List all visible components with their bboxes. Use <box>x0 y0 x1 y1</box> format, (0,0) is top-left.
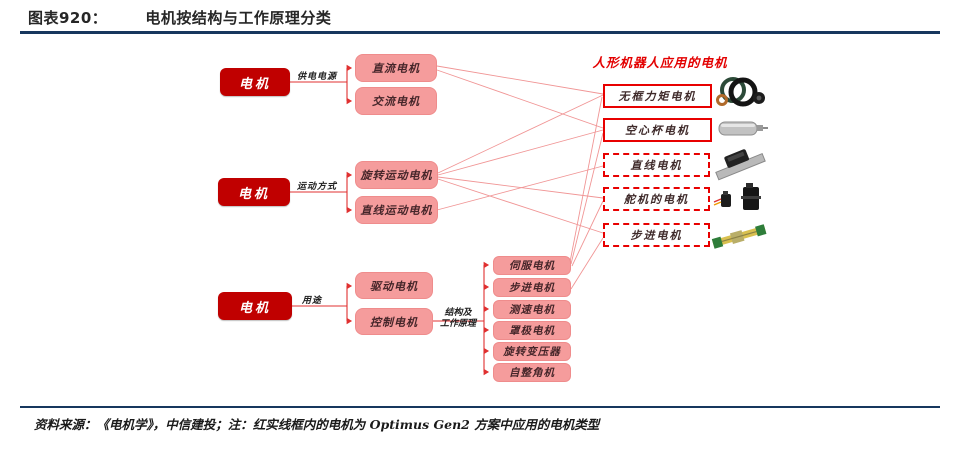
frameless-torque-motor-image <box>716 77 765 107</box>
node-control-motor: 控制电机 <box>355 308 433 335</box>
top-rule <box>20 31 940 34</box>
edge-label-motion-type: 运动方式 <box>296 182 337 192</box>
edge-label-structure-line2: 工作原理 <box>439 319 476 329</box>
stepper-motor-image <box>711 224 767 249</box>
node-speed-measuring-motor: 测速电机 <box>493 300 571 319</box>
node-servo-actuator-motor: 舵机的电机 <box>603 187 710 211</box>
node-dc-motor: 直流电机 <box>355 54 437 82</box>
node-motor-root-power: 电机 <box>220 68 290 96</box>
node-resolver: 旋转变压器 <box>493 342 571 361</box>
node-synchro: 自整角机 <box>493 363 571 382</box>
node-stepper-motor-right: 步进电机 <box>603 223 710 247</box>
linear-motor-image <box>715 149 766 181</box>
edge-label-power-supply: 供电电源 <box>296 72 337 82</box>
node-rotary-motion-motor: 旋转运动电机 <box>355 161 438 189</box>
node-coreless-cup-motor: 空心杯电机 <box>603 118 712 142</box>
node-stepper-motor-mid: 步进电机 <box>493 278 571 297</box>
source-note: 资料来源：《电机学》，中信建投；注：红实线框内的电机为 Optimus Gen2… <box>34 417 600 432</box>
figure-header: 图表920： 电机按结构与工作原理分类 <box>28 7 938 28</box>
node-linear-motor: 直线电机 <box>603 153 710 177</box>
edge-label-structure-principle: 结构及 工作原理 <box>434 308 482 330</box>
node-motor-root-usage: 电机 <box>218 292 292 320</box>
node-shaded-pole-motor: 罩极电机 <box>493 321 571 340</box>
humanoid-motors-title: 人形机器人应用的电机 <box>592 55 728 70</box>
figure-number: 图表920： <box>28 9 108 27</box>
node-motor-root-motion: 电机 <box>218 178 290 206</box>
figure-title: 电机按结构与工作原理分类 <box>145 9 332 27</box>
edge-label-structure-line1: 结构及 <box>444 308 472 318</box>
edge-label-usage: 用途 <box>301 296 322 306</box>
node-drive-motor: 驱动电机 <box>355 272 433 299</box>
node-linear-motion-motor: 直线运动电机 <box>355 196 438 224</box>
node-ac-motor: 交流电机 <box>355 87 437 115</box>
bottom-rule <box>20 406 940 408</box>
servo-motor-image <box>713 183 761 210</box>
node-frameless-torque-motor: 无框力矩电机 <box>603 84 712 108</box>
coreless-cup-motor-image <box>718 121 768 136</box>
node-servo-motor: 伺服电机 <box>493 256 571 275</box>
